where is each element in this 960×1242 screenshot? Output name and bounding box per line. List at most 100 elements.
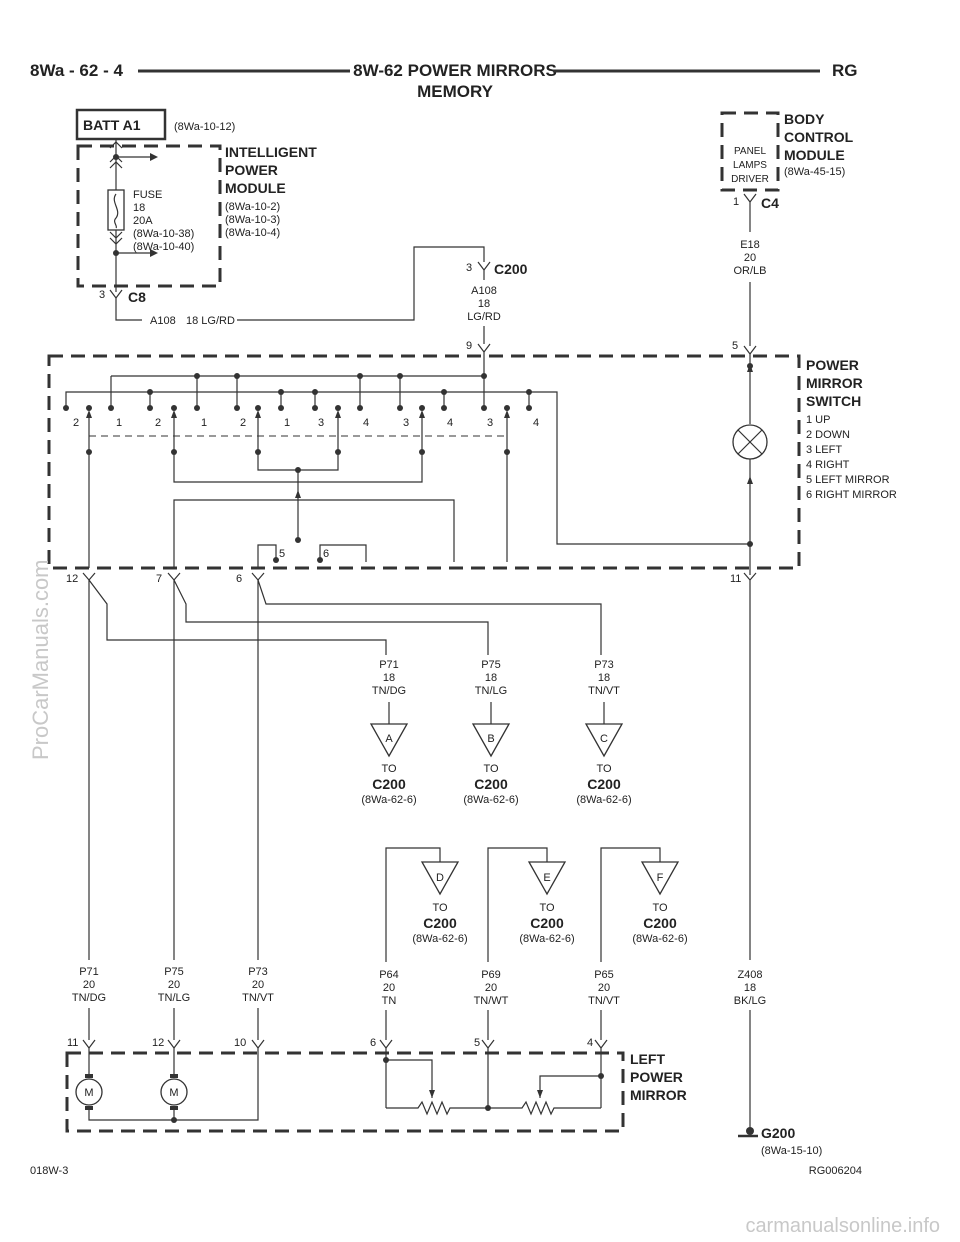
connector-d-to: TO <box>432 902 448 914</box>
c8-pin: 3 <box>99 289 105 301</box>
switch-legend-5: 5 LEFT MIRROR <box>806 474 890 486</box>
ipm-box <box>76 144 222 288</box>
branch-b-wire-1: P75 <box>481 659 501 671</box>
lower-wire-6a: P65 <box>594 969 614 981</box>
connector-d-conn: C200 <box>423 915 457 931</box>
lower-wire-7b: 18 <box>744 982 756 994</box>
switch-legend-2: 2 DOWN <box>806 429 850 441</box>
connector-f-ref: (8Wa-62-6) <box>632 933 687 945</box>
ground-ref: (8Wa-15-10) <box>761 1145 822 1157</box>
footer-left: 018W-3 <box>30 1165 68 1177</box>
motor-2-icon <box>160 1078 188 1106</box>
batt-label: BATT A1 <box>83 117 141 133</box>
connector-c-label: C <box>600 733 608 745</box>
ipm-title-2: POWER <box>225 162 278 178</box>
branch-b-wire-2: 18 <box>485 672 497 684</box>
ipm-title-1: INTELLIGENT <box>225 144 317 160</box>
connector-b-label: B <box>487 733 494 745</box>
mirror-title-3: MIRROR <box>630 1087 687 1103</box>
e18-wire-1: E18 <box>740 239 760 251</box>
switch-title-1: POWER <box>806 357 859 373</box>
batt-box <box>75 108 167 141</box>
connector-d-label: D <box>436 872 444 884</box>
mirror-pin-4: 4 <box>587 1037 593 1049</box>
e18-wire-3: OR/LB <box>733 265 766 277</box>
connector-e-ref: (8Wa-62-6) <box>519 933 574 945</box>
lower-wire-6c: TN/VT <box>588 995 620 1007</box>
motor-1-label: M <box>84 1087 93 1099</box>
ground-icon <box>746 1127 754 1135</box>
connector-e-icon <box>527 861 567 896</box>
fuse-ref-1: (8Wa-10-38) <box>133 228 194 240</box>
c8-wire-spec: 18 LG/RD <box>186 315 235 327</box>
connector-f-label: F <box>657 872 664 884</box>
page-subtitle: MEMORY <box>417 82 494 101</box>
fuse-label-3: 20A <box>133 215 153 227</box>
lower-wire-6b: 20 <box>598 982 610 994</box>
mirror-title-1: LEFT <box>630 1051 665 1067</box>
lower-wire-1a: P71 <box>79 966 99 978</box>
e18-wire-2: 20 <box>744 252 756 264</box>
bcm-ref: (8Wa-45-15) <box>784 166 845 178</box>
selector-6: 6 <box>323 548 329 560</box>
bcm-title-1: BODY <box>784 111 825 127</box>
lower-wire-7c: BK/LG <box>734 995 766 1007</box>
connector-e-conn: C200 <box>530 915 564 931</box>
connector-b-conn: C200 <box>474 776 508 792</box>
ipm-ref-2: (8Wa-10-3) <box>225 214 280 226</box>
contact-label-9: 3 <box>403 417 409 429</box>
switch-legend-6: 6 RIGHT MIRROR <box>806 489 897 501</box>
branch-a-wire-3: TN/DG <box>372 685 406 697</box>
mirror-pin-11: 11 <box>67 1037 78 1049</box>
contact-label-8: 4 <box>363 417 369 429</box>
switch-out-11: 11 <box>730 573 741 585</box>
lower-wire-4c: TN <box>382 995 397 1007</box>
fuse-ref-2: (8Wa-10-40) <box>133 241 194 253</box>
bcm-box <box>720 111 780 192</box>
mirror-title-2: POWER <box>630 1069 683 1085</box>
model-code: RG <box>832 61 858 80</box>
connector-b-to: TO <box>483 763 499 775</box>
switch-title-3: SWITCH <box>806 393 861 409</box>
ipm-title-3: MODULE <box>225 180 286 196</box>
connector-c-ref: (8Wa-62-6) <box>576 794 631 806</box>
contact-label-4: 1 <box>201 417 207 429</box>
lower-wire-3b: 20 <box>252 979 264 991</box>
branch-c-wire-2: 18 <box>598 672 610 684</box>
watermark-bottom: carmanualsonline.info <box>745 1215 940 1237</box>
mirror-switch-box <box>47 354 801 570</box>
connector-c-to: TO <box>596 763 612 775</box>
branch-c-wire-3: TN/VT <box>588 685 620 697</box>
footer-right: RG006204 <box>809 1165 862 1177</box>
a108-wire-1: A108 <box>471 285 497 297</box>
lower-wire-1c: TN/DG <box>72 992 106 1004</box>
switch-out-6: 6 <box>236 573 242 585</box>
switch-legend-3: 3 LEFT <box>806 444 842 456</box>
ground-name: G200 <box>761 1125 795 1141</box>
switch-out-12: 12 <box>66 573 78 585</box>
connector-e-label: E <box>543 872 550 884</box>
switch-title-2: MIRROR <box>806 375 863 391</box>
switch-out-7: 7 <box>156 573 162 585</box>
page-title: 8W-62 POWER MIRRORS <box>353 61 557 80</box>
lower-wire-7a: Z408 <box>737 969 762 981</box>
lower-wire-1b: 20 <box>83 979 95 991</box>
bcm-inner-1: PANEL <box>734 146 766 157</box>
bcm-conn: C4 <box>761 195 779 211</box>
fuse-label-2: 18 <box>133 202 145 214</box>
contact-label-5: 2 <box>240 417 246 429</box>
contact-label-10: 4 <box>447 417 453 429</box>
motor-2-label: M <box>169 1087 178 1099</box>
connector-f-to: TO <box>652 902 668 914</box>
c8-wire: A108 <box>150 315 176 327</box>
contact-label-1: 2 <box>73 417 79 429</box>
motor-1-icon <box>75 1078 103 1106</box>
bcm-title-3: MODULE <box>784 147 845 163</box>
connector-a-icon <box>369 723 409 758</box>
selector-5: 5 <box>279 548 285 560</box>
branch-b-wire-3: TN/LG <box>475 685 507 697</box>
c200-top-name: C200 <box>494 261 528 277</box>
fuse-label-1: FUSE <box>133 189 162 201</box>
a108-wire-3: LG/RD <box>467 311 501 323</box>
